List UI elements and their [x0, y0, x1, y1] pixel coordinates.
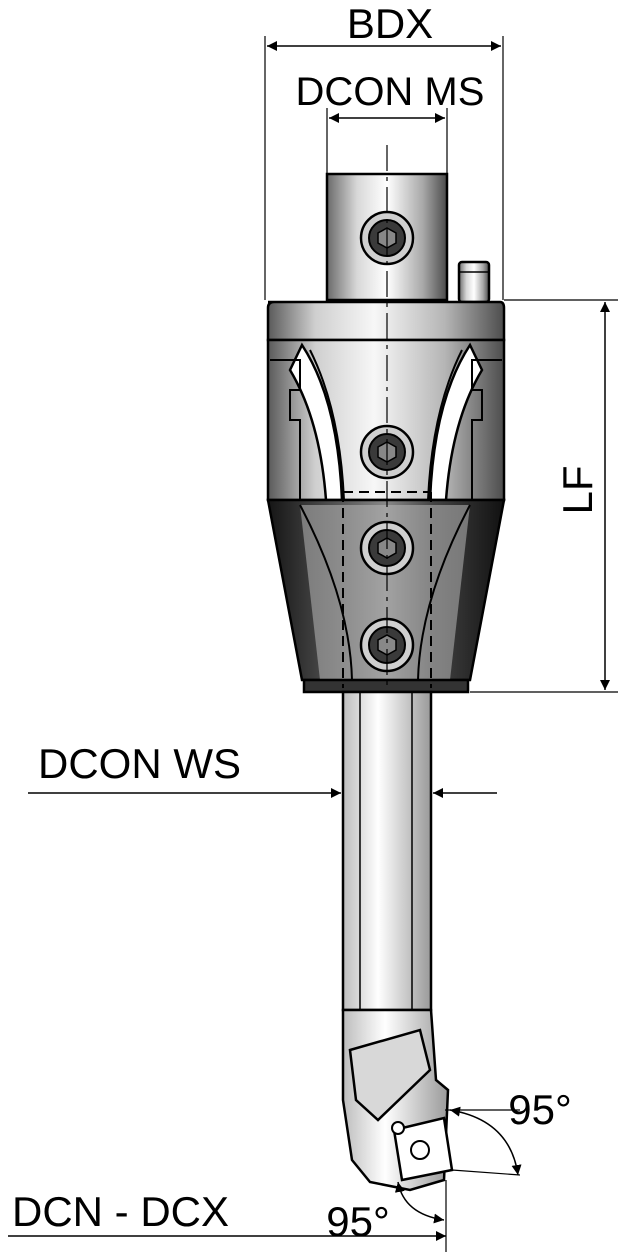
dimension-lf: LF	[470, 299, 618, 693]
label-lf: LF	[554, 465, 601, 514]
label-angle-side: 95°	[508, 1086, 572, 1133]
dimension-bdx: BDX	[264, 0, 504, 300]
label-bdx: BDX	[347, 0, 433, 47]
label-angle-bottom: 95°	[326, 1198, 390, 1245]
dimension-dcon-ms: DCON MS	[296, 70, 485, 174]
cutting-insert	[391, 1116, 454, 1182]
dimension-dcn-dcx: DCN - DCX	[8, 1180, 447, 1252]
angle-bottom: 95°	[326, 1181, 445, 1245]
boring-bar	[341, 690, 450, 1192]
dimension-dcon-ws: DCON WS	[28, 740, 497, 798]
label-dcon-ws: DCON WS	[38, 740, 241, 787]
angle-side: 95°	[445, 1086, 572, 1176]
holder-cone	[266, 491, 506, 694]
label-dcn-dcx: DCN - DCX	[12, 1188, 229, 1235]
label-dcon-ms: DCON MS	[296, 70, 485, 114]
